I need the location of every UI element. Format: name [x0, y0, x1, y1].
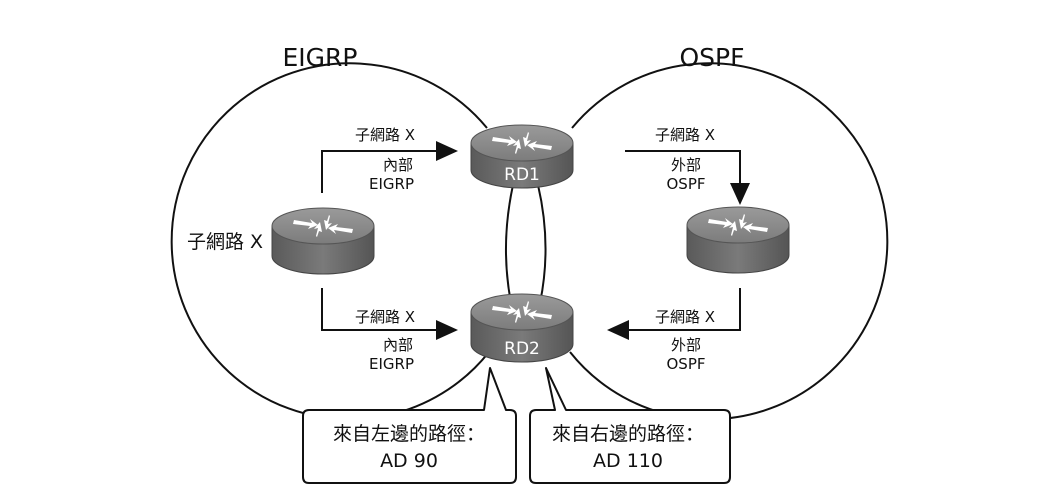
router-eigrp-source: [271, 207, 375, 275]
router-arrows-icon: [492, 301, 552, 323]
router-arrows-icon: [293, 215, 353, 237]
callout-left: 來自左邊的路徑： AD 90: [302, 367, 517, 484]
arrow-eigrp-to-rd2: [321, 288, 458, 340]
arrow-rd1-to-ospf: [625, 150, 750, 205]
left-bottom-line2: 內部: [383, 336, 413, 354]
arrow-eigrp-to-rd1: [321, 141, 458, 193]
router-arrows-icon: [492, 132, 552, 154]
right-bottom-line3: OSPF: [666, 355, 705, 373]
rd1-label: RD1: [504, 165, 540, 185]
eigrp-title: EIGRP: [283, 43, 358, 72]
domain-overlap-right-edge: [537, 184, 547, 304]
callout-right-line1: 來自右邊的路徑：: [552, 423, 704, 445]
arrow-ospf-to-rd2: [607, 288, 741, 340]
router-rd2: RD2: [470, 293, 574, 363]
rd2-label: RD2: [504, 339, 540, 359]
source-subnet-label: 子網路 X: [187, 231, 263, 253]
callout-right: 來自右邊的路徑： AD 110: [529, 367, 731, 484]
right-top-line3: OSPF: [666, 175, 705, 193]
right-bottom-line2: 外部: [671, 336, 701, 354]
left-bottom-line1: 子網路 X: [355, 308, 415, 326]
domain-overlap-left-edge: [504, 184, 514, 304]
right-top-line1: 子網路 X: [655, 126, 715, 144]
right-bottom-line1: 子網路 X: [655, 308, 715, 326]
callout-left-line1: 來自左邊的路徑：: [333, 423, 485, 445]
callout-left-line2: AD 90: [380, 450, 438, 472]
left-top-line3: EIGRP: [369, 175, 414, 193]
left-top-line1: 子網路 X: [355, 126, 415, 144]
left-top-line2: 內部: [383, 156, 413, 174]
ospf-title: OSPF: [679, 43, 744, 72]
router-rd1: RD1: [470, 124, 574, 189]
right-top-line2: 外部: [671, 156, 701, 174]
left-bottom-line3: EIGRP: [369, 355, 414, 373]
router-arrows-icon: [708, 214, 768, 236]
router-ospf-source: [686, 206, 790, 274]
callout-right-line2: AD 110: [593, 450, 663, 472]
